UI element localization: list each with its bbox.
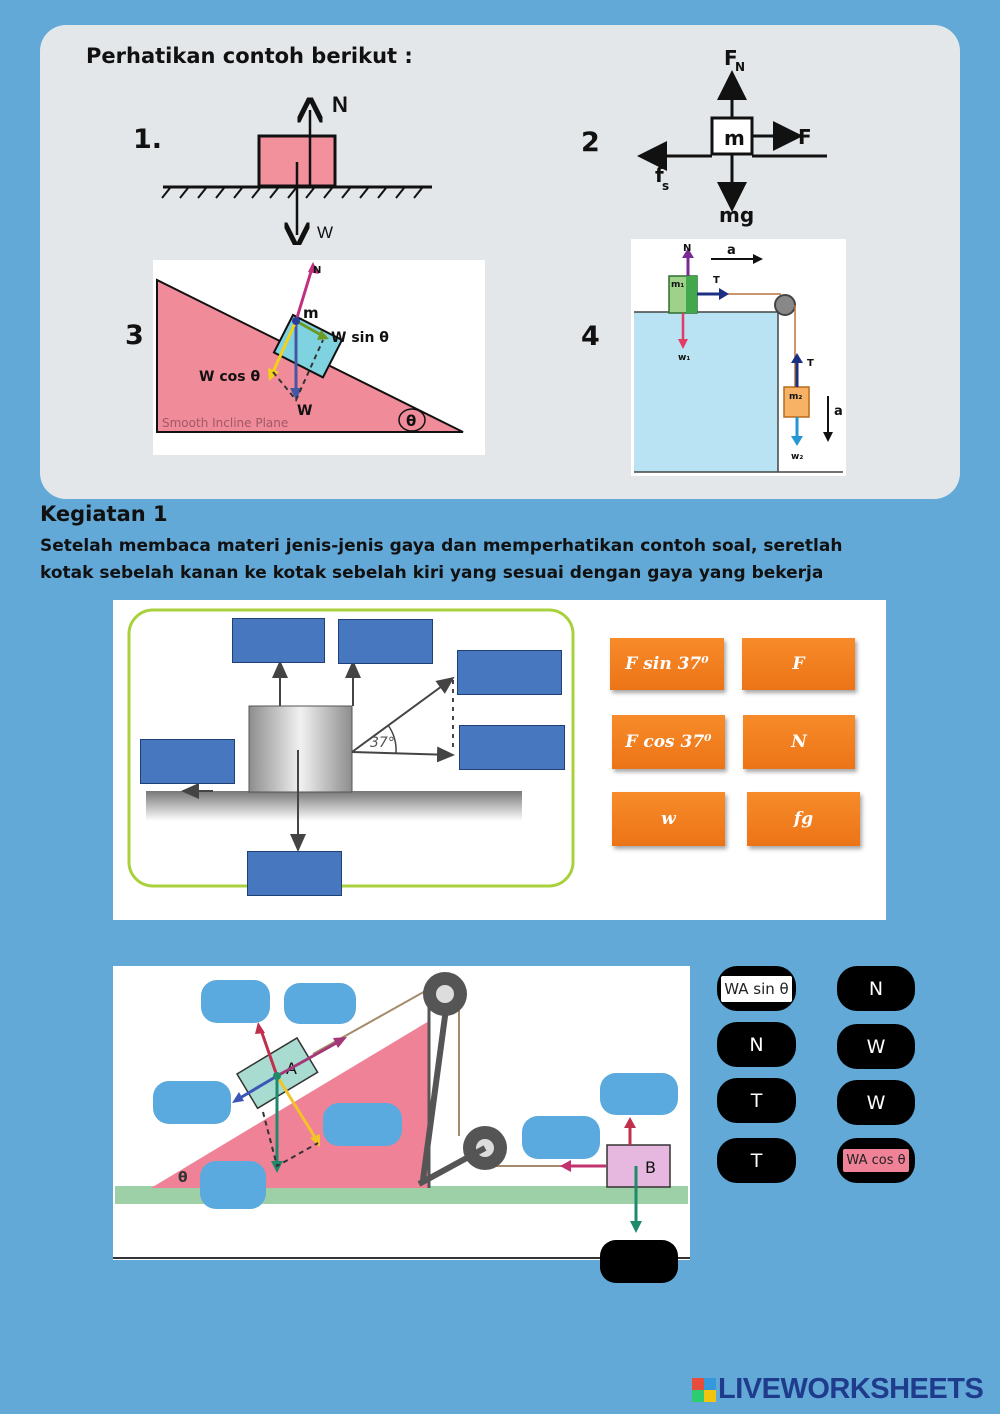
ex1-slot-top-right[interactable] [338, 619, 433, 664]
ex2-drop-7[interactable] [522, 1116, 600, 1159]
ex3-w-label: W [297, 403, 312, 419]
example-3-diagram: m N W sin θ W cos θ W Smooth Incline Pla… [153, 260, 485, 455]
option-t-1[interactable]: T [717, 1078, 796, 1123]
ex4-t-side-label: T [807, 358, 814, 369]
ex4-w2-label: w₂ [791, 452, 803, 462]
option-n-1[interactable]: N [717, 1022, 796, 1067]
ex2-f-label: F [798, 125, 812, 149]
option-t-2[interactable]: T [717, 1138, 796, 1183]
ex1-slot-diagonal[interactable] [457, 650, 562, 695]
ex2-theta-label: θ [178, 1170, 188, 1186]
liveworksheets-brand: LIVEWORKSHEETS [718, 1373, 984, 1405]
ex1-slot-horizontal[interactable] [459, 725, 565, 770]
ex2-fn-label: F [724, 46, 738, 70]
ex1-angle-label: 37° [370, 735, 395, 751]
option-f-sin-37[interactable]: F sin 37⁰ [610, 638, 724, 690]
ex3-n-label: N [313, 265, 321, 276]
option-w-2[interactable]: W [837, 1080, 915, 1125]
ex1-slot-top-left[interactable] [232, 618, 325, 663]
example-4-number: 4 [581, 321, 600, 352]
ex2-m-label: m [724, 126, 745, 150]
ex2-fn-sub: N [735, 60, 745, 74]
ex2-drop-3[interactable] [153, 1081, 231, 1124]
ex1-slot-bottom[interactable] [247, 851, 342, 896]
ex4-t-top-label: T [713, 275, 720, 286]
ex2-drop-4[interactable] [323, 1103, 402, 1146]
ex2-drop-5[interactable] [200, 1161, 266, 1209]
option-wa-cos-theta-label: WA cos θ [843, 1149, 909, 1172]
example-1-number: 1. [133, 124, 163, 155]
ex3-theta-label: θ [406, 412, 416, 430]
option-n-2[interactable]: N [837, 966, 915, 1011]
option-w-1[interactable]: W [837, 1024, 915, 1069]
examples-title: Perhatikan contoh berikut : [86, 44, 413, 68]
option-n[interactable]: N [743, 715, 855, 769]
ex2-mg-label: mg [719, 203, 754, 227]
activity-heading: Kegiatan 1 [40, 502, 168, 526]
ex1-slot-left[interactable] [140, 739, 235, 784]
option-wa-sin-theta-label: WA sin θ [721, 975, 792, 1002]
ex2-drop-6[interactable] [600, 1073, 678, 1115]
example-2-diagram: m F N F f s mg [637, 46, 827, 227]
ex2-drop-2[interactable] [284, 983, 356, 1024]
ex4-a-top-label: a [727, 243, 736, 258]
example-4-diagram: m₁ m₂ N a T w₁ T a w₂ [631, 239, 846, 476]
ex3-wsin-label: W sin θ [331, 330, 389, 346]
ex2-fs-sub: s [662, 179, 669, 193]
option-f-cos-37[interactable]: F cos 37⁰ [612, 715, 725, 769]
ex2-drop-8[interactable] [600, 1240, 678, 1283]
ex2-drop-1[interactable] [201, 980, 270, 1023]
ex1-w-label: W [317, 223, 333, 242]
ex3-plane-label: Smooth Incline Plane [162, 416, 288, 430]
exercise-2-diagram: A θ B [113, 972, 690, 1259]
activity-instruction: Setelah membaca materi jenis-jenis gaya … [40, 533, 970, 587]
ex4-w1-label: w₁ [678, 353, 690, 363]
activity-instruction-line2: kotak sebelah kanan ke kotak sebelah kir… [40, 563, 824, 583]
ex4-m2-label: m₂ [789, 392, 802, 402]
ex2-fs-label: f [655, 163, 664, 187]
liveworksheets-logo-icon [692, 1378, 716, 1402]
example-1-diagram: N W [161, 92, 432, 245]
ex1-n-label: N [332, 92, 348, 117]
ex4-n-label: N [683, 243, 691, 254]
example-3-number: 3 [125, 320, 144, 351]
ex4-m1-label: m₁ [671, 280, 684, 290]
option-wa-sin-theta[interactable]: WA sin θ [717, 966, 796, 1011]
option-f[interactable]: F [742, 638, 855, 690]
ex3-wcos-label: W cos θ [199, 369, 260, 385]
activity-instruction-line1: Setelah membaca materi jenis-jenis gaya … [40, 536, 843, 556]
example-2-number: 2 [581, 127, 600, 158]
option-fg[interactable]: fg [747, 792, 860, 846]
ex4-a-side-label: a [834, 404, 843, 419]
ex2-b-label: B [645, 1158, 656, 1177]
option-wa-cos-theta[interactable]: WA cos θ [837, 1138, 915, 1183]
option-w[interactable]: w [612, 792, 725, 846]
ex3-m-label: m [303, 304, 319, 322]
